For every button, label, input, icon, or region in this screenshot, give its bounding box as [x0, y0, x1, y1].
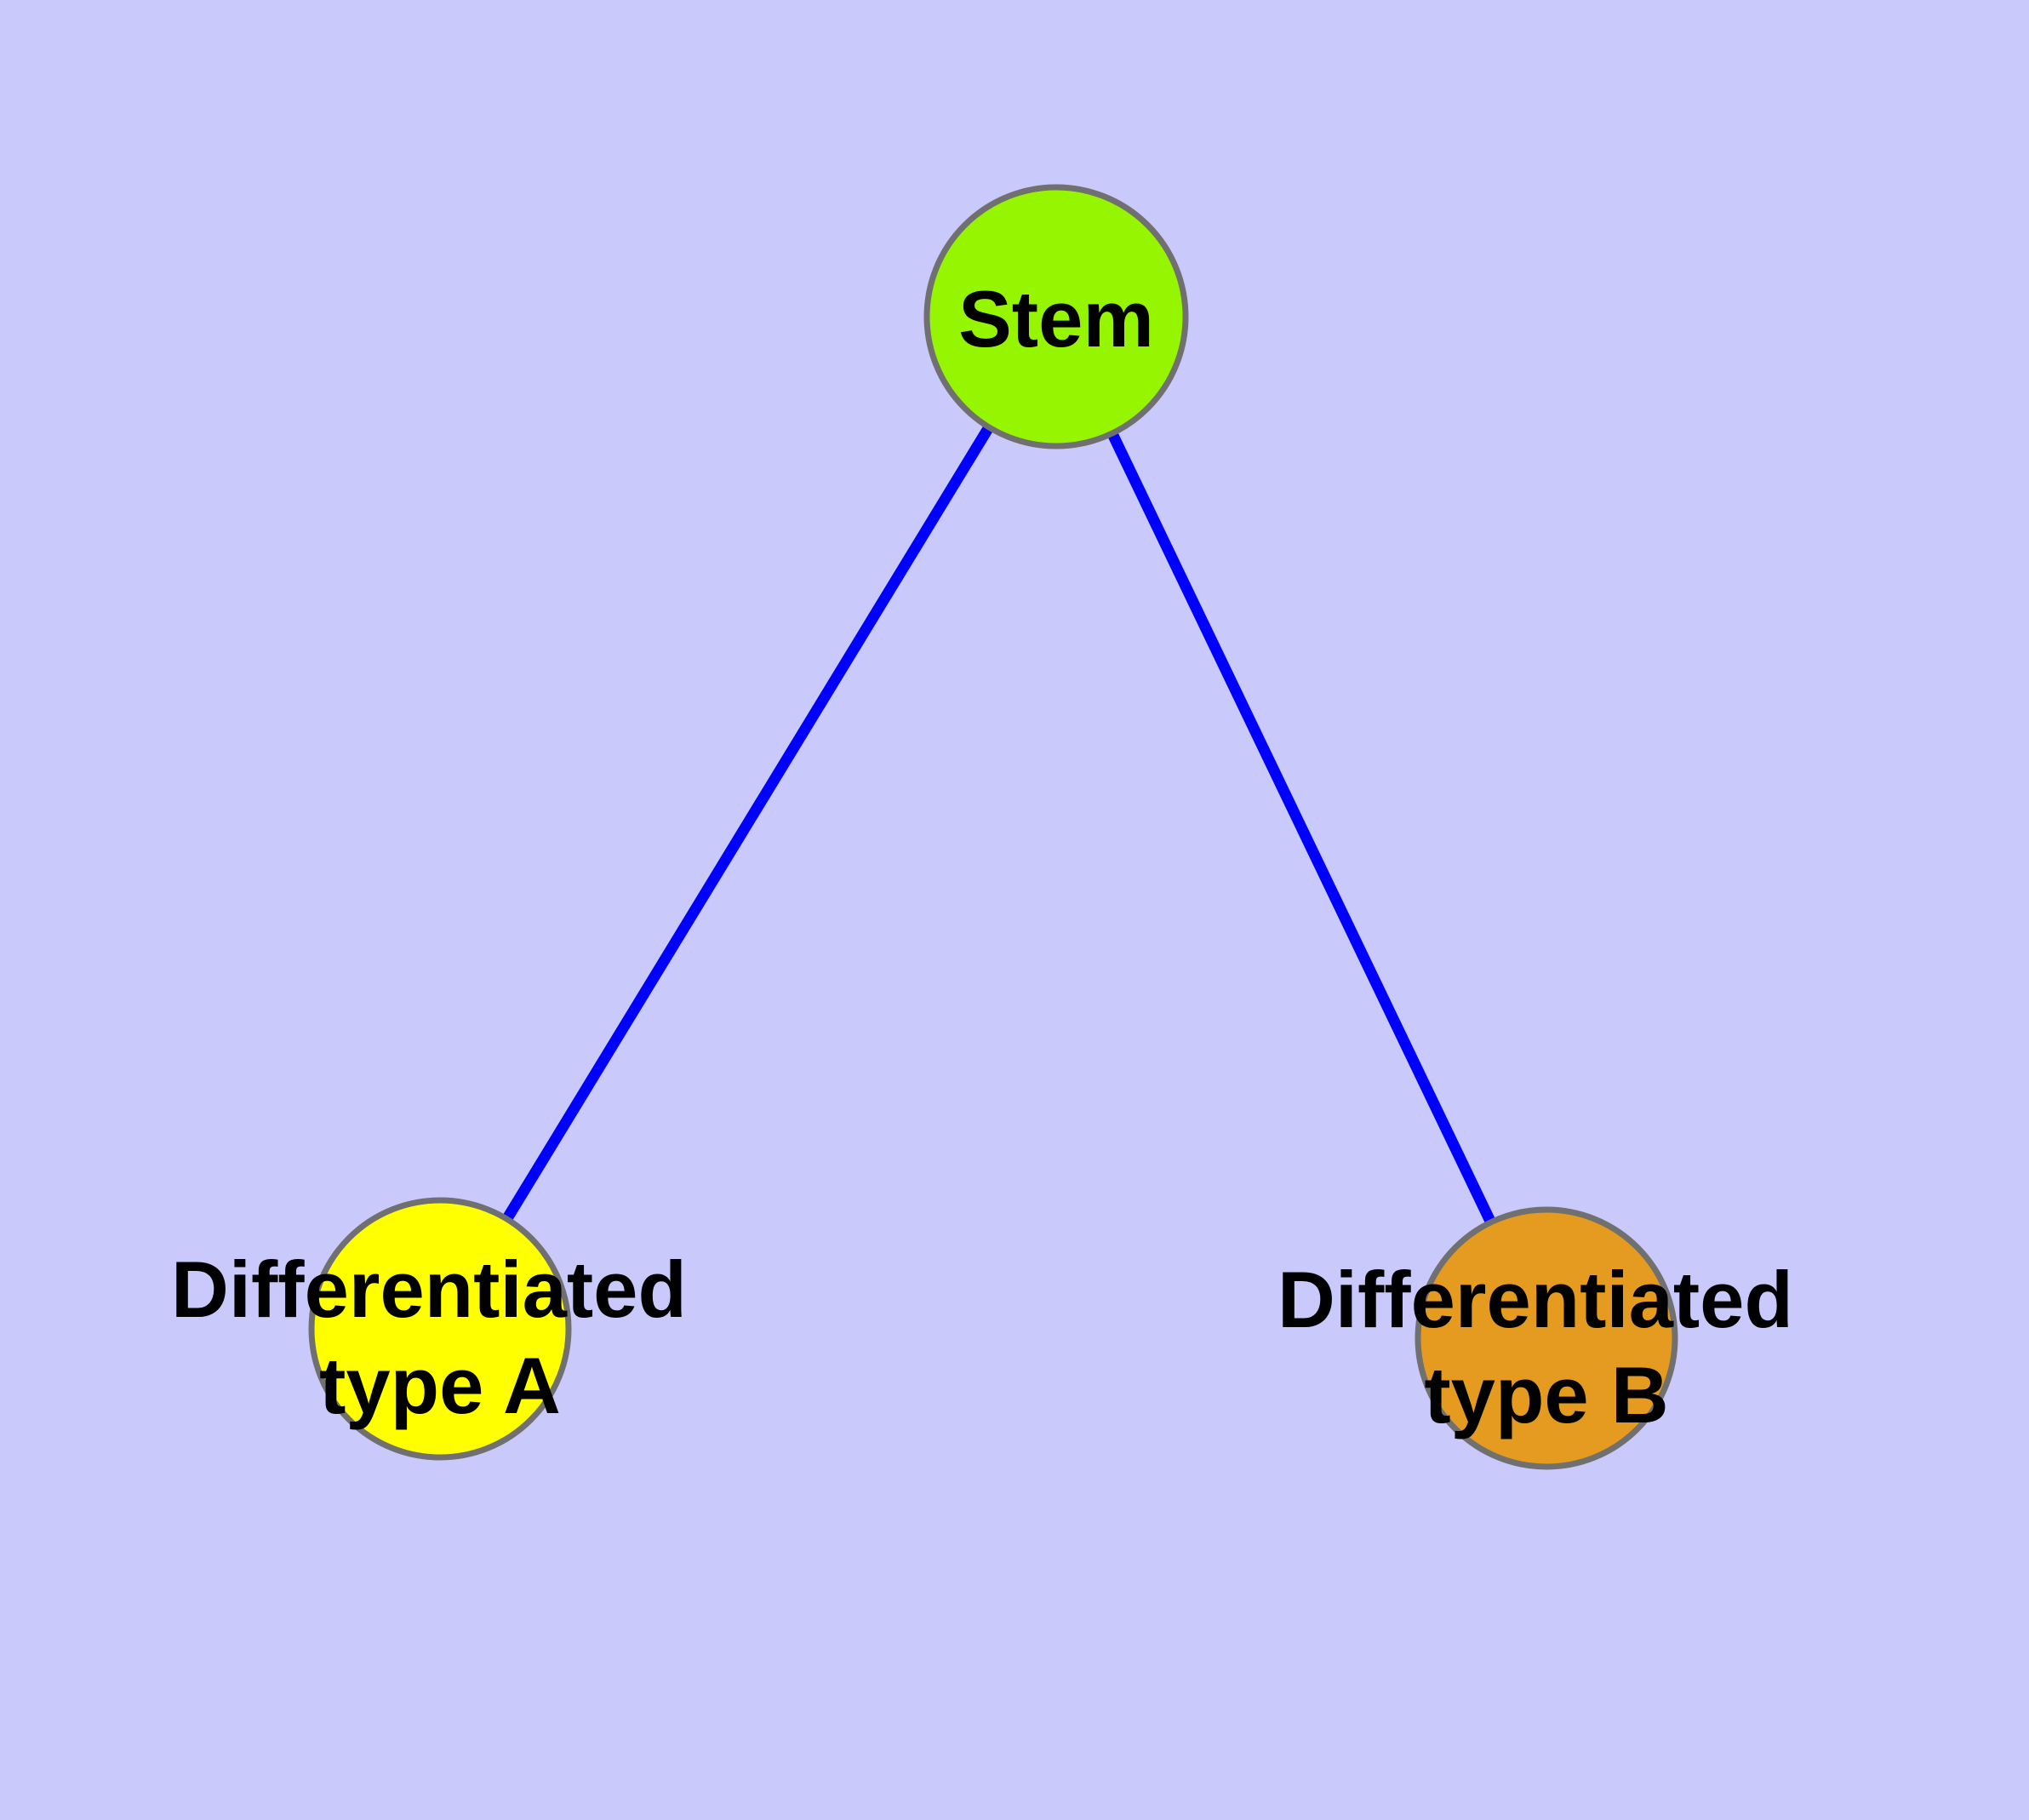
- node-type-a-label: Differentiated type A: [171, 1245, 709, 1430]
- edge-stem-to-type-a: [435, 313, 1061, 1332]
- node-type-b-circle: [1415, 1206, 1678, 1470]
- node-stem-label: Stem: [958, 274, 1154, 363]
- node-type-a-label-line1: Differentiated: [171, 1245, 687, 1334]
- node-type-a-label-line2: type A: [319, 1341, 561, 1430]
- node-type-a-circle: [308, 1197, 572, 1461]
- node-type-b-label: Differentiated type B: [1277, 1255, 1815, 1439]
- edge-stem-to-type-b: [1051, 314, 1552, 1341]
- node-type-b-label-line1: Differentiated: [1277, 1255, 1793, 1344]
- node-stem-circle: [923, 184, 1189, 449]
- node-type-b-label-line2: type B: [1424, 1350, 1668, 1439]
